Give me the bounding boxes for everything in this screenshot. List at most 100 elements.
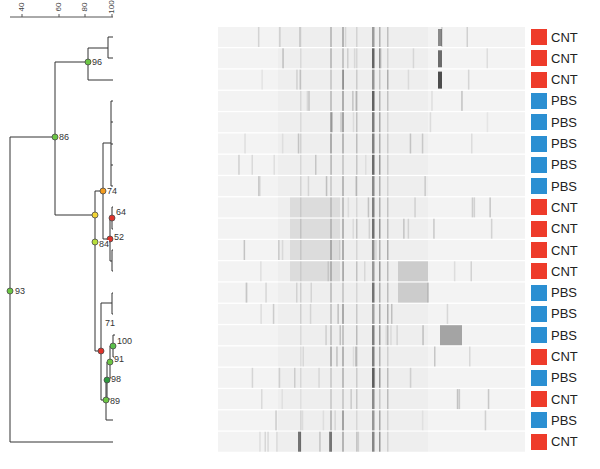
lane-ground	[218, 134, 525, 154]
gel-band	[491, 219, 493, 239]
gel-band	[375, 240, 377, 260]
gel-band	[342, 432, 344, 452]
gel-band	[340, 112, 342, 132]
lane-ground	[218, 48, 525, 68]
lane-ground	[218, 155, 525, 175]
lane-smear	[278, 219, 428, 239]
gel-band	[307, 91, 309, 111]
legend-text: CNT	[551, 264, 578, 279]
gel-band	[403, 219, 405, 239]
gel-band	[330, 304, 332, 324]
gel-band	[487, 48, 489, 68]
gel-band	[372, 410, 375, 430]
gel-band	[343, 70, 345, 90]
lane-ground	[218, 70, 525, 90]
gel-band	[387, 27, 389, 47]
gel-band	[342, 48, 344, 68]
gel-band	[299, 27, 301, 47]
gel-band	[387, 410, 389, 430]
lane-ground	[218, 432, 525, 452]
lane-smear	[278, 368, 428, 388]
gel-band	[379, 27, 381, 47]
gel-band	[424, 176, 426, 196]
lane-ground	[218, 27, 525, 47]
gel-band	[337, 304, 339, 324]
gel-band	[296, 283, 298, 303]
lane-smear	[278, 347, 428, 367]
gel-band	[387, 112, 389, 132]
gel-band	[469, 347, 471, 367]
gel-band	[300, 134, 302, 154]
bootstrap-value: 52	[114, 233, 124, 242]
gel-band	[252, 155, 254, 175]
gel-band	[387, 261, 389, 281]
gel-band	[379, 240, 381, 260]
gel-band	[489, 197, 491, 217]
gel-band	[387, 70, 389, 90]
gel-band	[330, 368, 332, 388]
gel-band	[330, 283, 332, 303]
gel-band	[356, 48, 358, 68]
lane-label: PBS	[531, 113, 577, 131]
gel-band	[348, 197, 350, 217]
legend-swatch	[531, 391, 547, 407]
lane-label: CNT	[531, 262, 578, 280]
gel-band	[330, 325, 332, 345]
tree-branches	[10, 37, 115, 442]
gel-band	[342, 410, 344, 430]
gel-band	[275, 410, 277, 430]
gel-band	[340, 325, 342, 345]
gel-band	[379, 368, 381, 388]
legend-swatch	[531, 370, 547, 386]
gel-band	[474, 197, 476, 217]
lane-smear	[278, 155, 428, 175]
gel-lane	[218, 197, 525, 217]
legend-swatch	[531, 349, 547, 365]
gel-band	[488, 389, 490, 409]
gel-band	[329, 432, 332, 452]
lane-label: PBS	[531, 305, 577, 323]
legend-text: CNT	[551, 51, 578, 66]
gel-lane	[218, 347, 525, 367]
gel-band	[372, 432, 375, 452]
gel-band	[300, 304, 302, 324]
gel-band	[438, 72, 442, 89]
lane-label: CNT	[531, 49, 578, 67]
lane-smear	[278, 325, 428, 345]
bootstrap-value: 91	[114, 355, 124, 364]
gel-lane	[218, 134, 525, 154]
gel-band	[300, 70, 302, 90]
gel-band	[372, 240, 375, 260]
legend-swatch	[531, 327, 547, 343]
bootstrap-value: 64	[116, 208, 126, 217]
legend-swatch	[531, 114, 547, 130]
bootstrap-value: 98	[111, 375, 121, 384]
gel-band	[387, 347, 389, 367]
lane-ground	[218, 112, 525, 132]
gel-band	[282, 240, 284, 260]
gel-band	[342, 27, 344, 47]
gel-band	[300, 48, 302, 68]
gel-band	[279, 368, 281, 388]
gel-band	[352, 91, 354, 111]
gel-lane	[218, 240, 525, 260]
bootstrap-value: 93	[15, 287, 25, 296]
gel-band	[356, 389, 358, 409]
gel-band	[438, 29, 442, 46]
gel-band	[413, 48, 415, 68]
gel-band	[368, 197, 370, 217]
lane-label: CNT	[531, 220, 578, 238]
gel-band	[331, 112, 333, 132]
gel-band	[356, 134, 358, 154]
gel-lane	[218, 27, 525, 47]
gel-band	[372, 283, 375, 303]
gel-band	[308, 176, 310, 196]
gel-band	[315, 155, 317, 175]
bootstrap-value: 100	[117, 337, 132, 346]
gel-band	[387, 304, 389, 324]
legend-swatch	[531, 50, 547, 66]
gel-band	[353, 219, 355, 239]
gel-lane	[218, 432, 525, 452]
legend-swatch	[531, 178, 547, 194]
legend-swatch	[531, 306, 547, 322]
